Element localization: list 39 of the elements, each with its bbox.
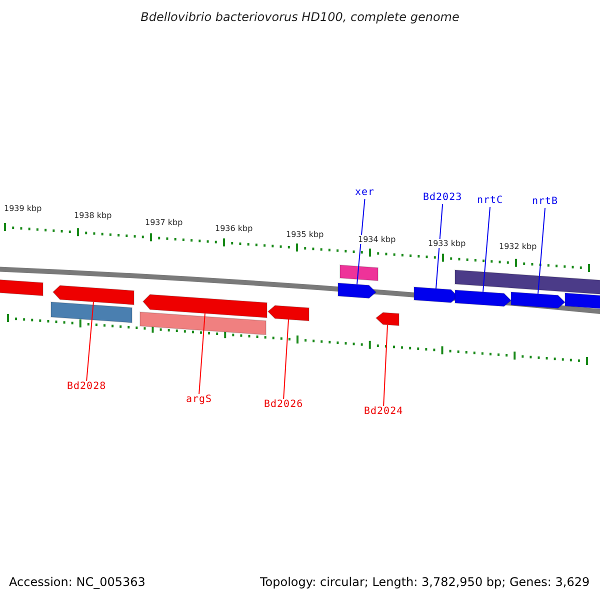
gene-feature bbox=[564, 292, 600, 310]
scale-label: 1932 kbp bbox=[499, 242, 537, 251]
scale-label: 1934 kbp bbox=[358, 235, 396, 244]
leader-line bbox=[356, 198, 366, 285]
gene-feature bbox=[52, 284, 134, 306]
footer-text: Accession: NC_005363 bbox=[9, 575, 146, 589]
gene-feature bbox=[267, 304, 310, 322]
gene-feature bbox=[375, 312, 400, 326]
leader-line bbox=[436, 204, 444, 290]
gene-label: Bd2028 bbox=[67, 381, 106, 393]
leader-line bbox=[482, 206, 491, 292]
scale-label: 1935 kbp bbox=[286, 230, 324, 239]
diagram-title: Bdellovibrio bacteriovorus HD100, complete genome bbox=[140, 10, 460, 24]
leader-line bbox=[86, 301, 94, 382]
gene-label: Bd2026 bbox=[264, 399, 304, 411]
gene-feature bbox=[454, 289, 512, 307]
gene-label: xer bbox=[355, 187, 375, 199]
gene-label: Bd2023 bbox=[423, 192, 462, 204]
gene-feature bbox=[338, 282, 377, 299]
gene-label: Bd2024 bbox=[364, 406, 404, 418]
gene-label: argS bbox=[186, 394, 212, 406]
feature-bar bbox=[140, 311, 266, 336]
feature-bar bbox=[340, 264, 378, 282]
gene-label: nrtC bbox=[477, 195, 504, 207]
scale-label: 1938 kbp bbox=[74, 211, 112, 220]
scale-label: 1936 kbp bbox=[215, 224, 253, 233]
scale-label: 1933 kbp bbox=[428, 239, 466, 248]
leader-line bbox=[283, 318, 289, 400]
gene-label: nrtB bbox=[532, 196, 558, 208]
feature-bar bbox=[0, 278, 44, 296]
leader-line bbox=[383, 324, 388, 406]
gene-feature bbox=[510, 291, 566, 309]
footer-text: Topology: circular; Length: 3,782,950 bp; Genes: 3,629 bbox=[260, 575, 590, 589]
feature-bar bbox=[454, 269, 600, 296]
leader-line bbox=[538, 208, 546, 294]
scale-label: 1937 kbp bbox=[145, 218, 183, 227]
scale-label: 1939 kbp bbox=[4, 204, 42, 213]
leader-line bbox=[198, 312, 206, 394]
feature-bar bbox=[50, 301, 132, 324]
